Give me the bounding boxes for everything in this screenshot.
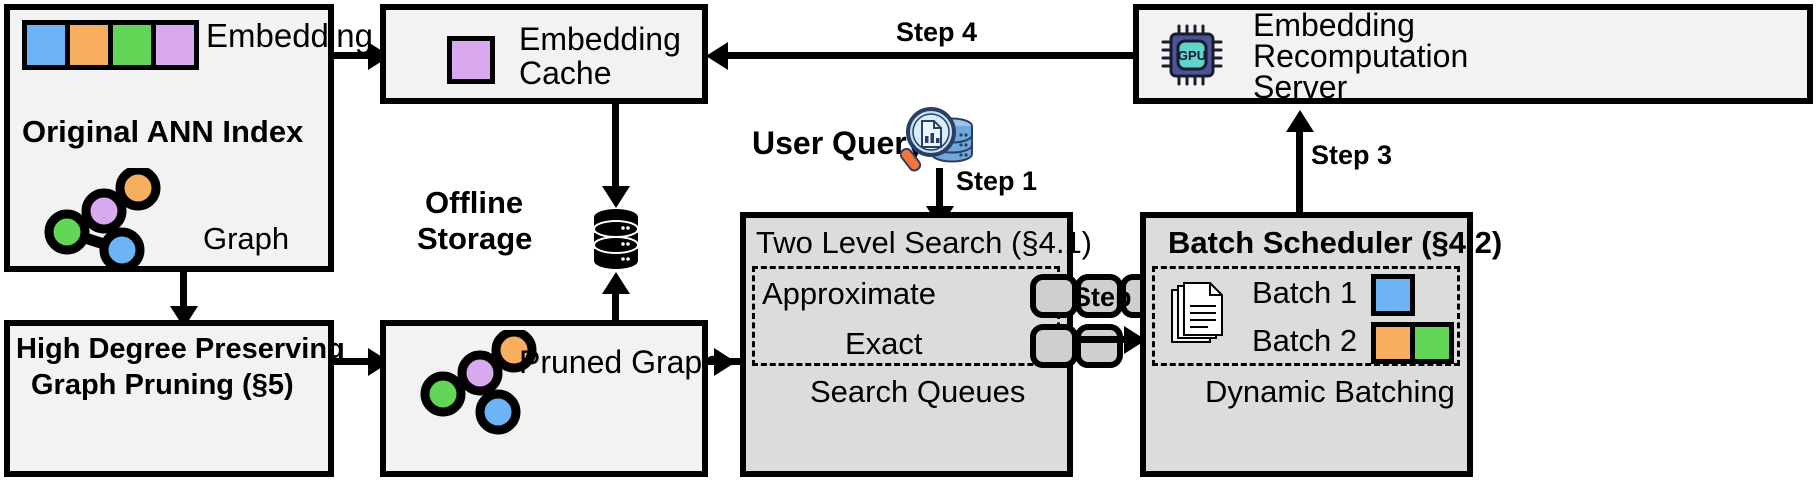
offline-storage-label-line1: Offline — [425, 185, 524, 220]
arrow-step2 — [1073, 336, 1143, 343]
pruned-graph-label: Pruned Graph — [519, 344, 721, 380]
arrow-step4-head — [706, 42, 728, 70]
batch-2-label: Batch 2 — [1252, 323, 1358, 358]
documents-stack-icon — [1171, 282, 1223, 343]
arrow-step3 — [1296, 128, 1303, 212]
graph-pruning-box — [4, 320, 334, 477]
arrow-pruned-graph-to-search-head — [714, 348, 736, 376]
pruned-graph-illustration — [420, 330, 537, 435]
user-query-label: User Query — [752, 125, 925, 161]
embedding-vector-swatches — [22, 20, 199, 70]
arrow-step4 — [726, 52, 1134, 59]
batch-scheduler-title: Batch Scheduler (§4.2) — [1168, 225, 1503, 260]
embedding-cache-swatch — [447, 36, 495, 84]
embedding-cache-title-line2: Cache — [519, 55, 612, 91]
batch-1-label: Batch 1 — [1252, 275, 1358, 310]
graph-pruning-title-line2: Graph Pruning (§5) — [31, 369, 294, 401]
original-graph-illustration — [44, 168, 161, 268]
offline-storage-label-line2: Storage — [417, 221, 533, 256]
recomputation-server-box — [1133, 4, 1813, 104]
embedding-swatch-orange — [70, 25, 108, 65]
arrow-cache-to-storage-head — [602, 186, 630, 208]
arrow-index-to-pruning — [180, 272, 187, 310]
embedding-swatch-purple — [156, 25, 194, 65]
exact-row-label: Exact — [845, 326, 923, 361]
gpu-icon-text: GPU — [1178, 48, 1206, 63]
graph-label: Graph — [203, 221, 290, 256]
database-cylinder-icon — [593, 209, 639, 269]
step3-label: Step 3 — [1311, 140, 1393, 170]
approximate-row-label: Approximate — [762, 276, 937, 311]
search-database-icon — [900, 107, 973, 172]
embedding-cache-title-line1: Embedding — [519, 21, 681, 57]
step4-label: Step 4 — [896, 17, 978, 47]
embedding-swatch-green — [113, 25, 151, 65]
dynamic-batching-dashed-region — [1152, 266, 1460, 366]
search-queues-footer: Search Queues — [810, 374, 1026, 409]
arrow-cache-to-storage — [612, 104, 619, 190]
embedding-label: Embedding — [206, 17, 373, 54]
batch-2-swatch-orange — [1371, 322, 1415, 364]
queue-slot[interactable] — [1030, 274, 1078, 318]
original-ann-index-title: Original ANN Index — [22, 114, 304, 149]
arrow-pruned-graph-to-storage-head — [602, 272, 630, 294]
exact-queue-slots — [1030, 324, 1123, 368]
queue-slot[interactable] — [1075, 324, 1123, 368]
graph-pruning-title-line1: High Degree Preserving — [16, 333, 345, 365]
batch-2-swatch-green — [1410, 322, 1454, 364]
batch-1-swatch-blue — [1371, 274, 1415, 316]
recomputation-server-line2: Recomputation — [1253, 38, 1469, 74]
arrow-step1 — [936, 168, 943, 210]
arrow-index-to-cache — [334, 52, 372, 59]
arrow-step3-head — [1286, 110, 1314, 132]
embedding-swatch-blue — [27, 25, 65, 65]
recomputation-server-line3: Server — [1253, 69, 1348, 105]
recomputation-server-line1: Embedding — [1253, 7, 1415, 43]
queue-slot[interactable] — [1030, 324, 1078, 368]
arrow-pruning-to-pruned-graph — [334, 358, 372, 365]
embedding-cache-box — [380, 4, 708, 104]
two-level-search-title: Two Level Search (§4.1) — [756, 225, 1093, 260]
gpu-chip-icon: GPU — [1161, 24, 1223, 86]
dynamic-batching-footer: Dynamic Batching — [1205, 374, 1455, 409]
step1-label: Step 1 — [956, 166, 1038, 196]
